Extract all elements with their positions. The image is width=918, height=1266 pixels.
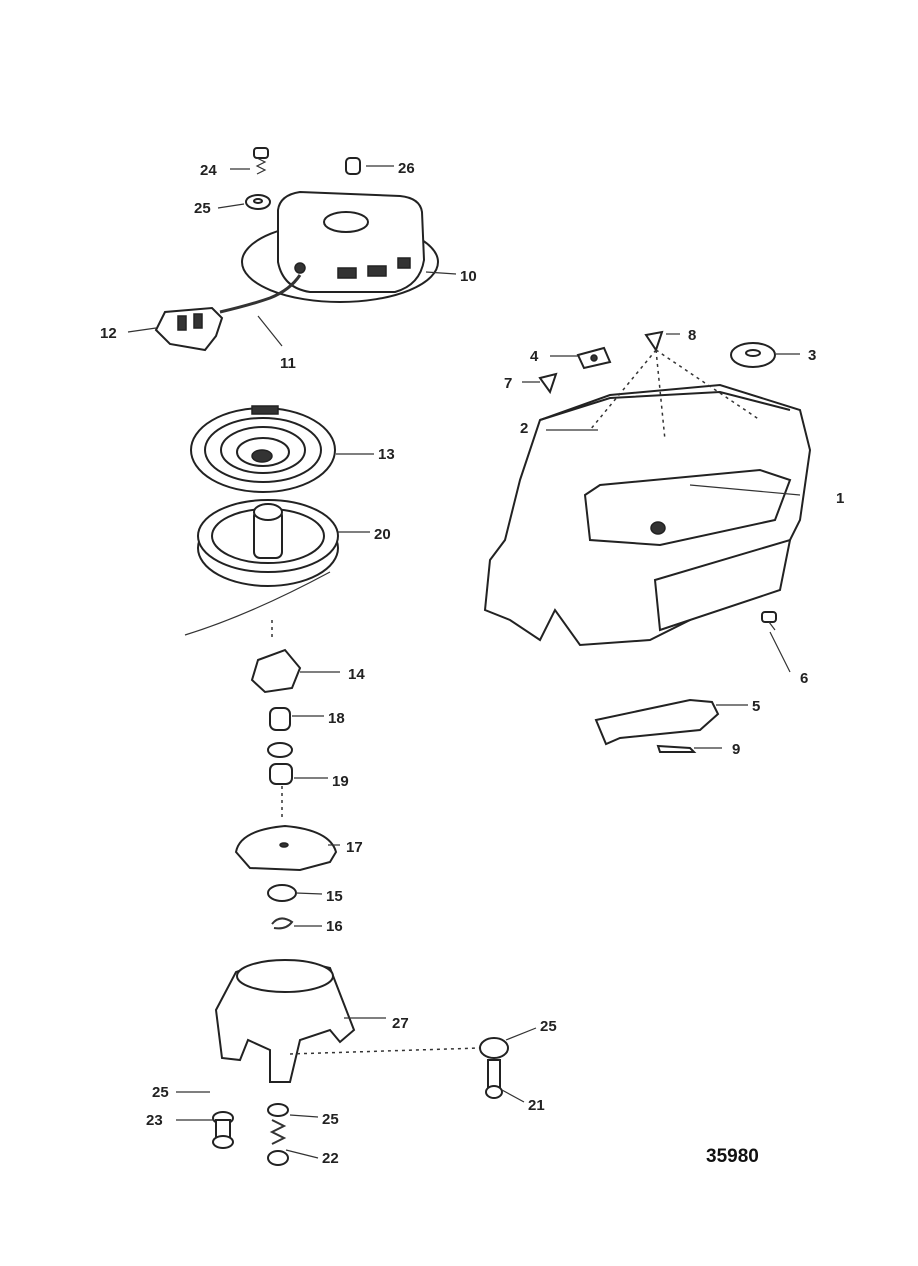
callout-label: 20 — [374, 526, 391, 543]
bolt — [253, 147, 269, 175]
callout-label: 4 — [530, 348, 539, 365]
starter-handle — [154, 306, 224, 352]
callout-label: 5 — [752, 698, 760, 715]
retainer-plate — [234, 824, 338, 872]
handle — [594, 698, 720, 746]
callout-label: 8 — [688, 327, 696, 344]
clip — [576, 346, 612, 370]
spring — [269, 763, 293, 820]
grommet — [730, 342, 776, 368]
callout-label: 13 — [378, 446, 395, 463]
leader-lines — [127, 165, 801, 1159]
callout-label: 26 — [398, 160, 415, 177]
callout-label: 7 — [504, 375, 512, 392]
starter-rope — [219, 274, 302, 314]
top-cowl — [483, 383, 812, 647]
callout-label: 25 — [152, 1084, 169, 1101]
rope-pulley — [184, 499, 339, 636]
callout-label: 21 — [528, 1097, 545, 1114]
screw — [212, 1111, 234, 1149]
callout-label: 9 — [732, 741, 740, 758]
screw — [761, 611, 777, 631]
callout-label: 17 — [346, 839, 363, 856]
callout-label: 1 — [836, 490, 844, 507]
callout-label: 11 — [280, 355, 296, 372]
pawl-spring — [267, 707, 293, 758]
callout-label: 15 — [326, 888, 343, 905]
callout-label: 23 — [146, 1112, 163, 1129]
callout-label: 27 — [392, 1015, 409, 1032]
pawl — [250, 648, 302, 694]
callout-label: 19 — [332, 773, 349, 790]
callout-label: 25 — [540, 1018, 557, 1035]
callout-label: 25 — [322, 1111, 339, 1128]
callout-label: 18 — [328, 710, 345, 727]
figure-number: 35980 — [706, 1146, 759, 1167]
screw — [589, 330, 761, 441]
callout-label: 10 — [460, 268, 477, 285]
starter-bracket — [214, 959, 356, 1083]
cap-nut — [345, 157, 361, 175]
retainer — [267, 884, 297, 902]
callout-label: 12 — [100, 325, 117, 342]
screw — [656, 744, 697, 753]
callout-label: 2 — [520, 420, 528, 437]
seal — [539, 390, 791, 421]
callout-label: 6 — [800, 670, 808, 687]
starter-housing — [241, 190, 439, 303]
clip — [271, 917, 294, 930]
callout-label: 16 — [326, 918, 343, 935]
washer — [245, 194, 271, 210]
callout-label: 24 — [200, 162, 217, 179]
callout-label: 25 — [194, 200, 211, 217]
screw — [538, 372, 558, 395]
callout-label: 14 — [348, 666, 365, 683]
callout-label: 3 — [808, 347, 816, 364]
screw — [267, 1103, 289, 1166]
callout-label: 22 — [322, 1150, 339, 1167]
rewind-spring — [190, 405, 336, 493]
bolt-washer-assembly — [479, 1037, 509, 1099]
